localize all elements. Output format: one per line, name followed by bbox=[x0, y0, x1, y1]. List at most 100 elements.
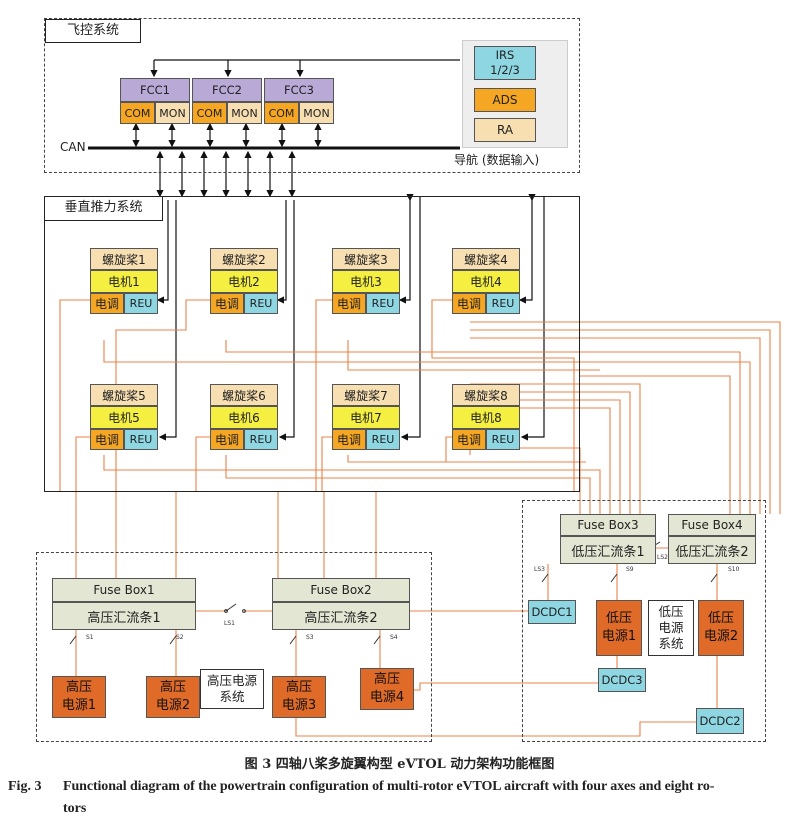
hv-system-label-box: 高压电源系统 bbox=[200, 669, 264, 709]
lv-bus-2: 低压汇流条2 bbox=[668, 536, 756, 564]
dcdc3-box: DCDC3 bbox=[598, 668, 646, 692]
flight-control-system-frame bbox=[44, 18, 580, 173]
lv-system-text: 低压电源系统 bbox=[658, 604, 684, 651]
motor-1: 电机1 bbox=[90, 270, 158, 293]
motor-6: 电机6 bbox=[210, 406, 278, 429]
fuse-box-1: Fuse Box1 高压汇流条1 bbox=[52, 578, 196, 630]
propeller-4: 螺旋桨4 bbox=[452, 248, 520, 270]
propeller-1: 螺旋桨1 bbox=[90, 248, 158, 270]
rotor-unit-4: 螺旋桨4 电机4 电调 REU bbox=[452, 248, 520, 314]
dcdc1-box: DCDC1 bbox=[528, 600, 576, 624]
hv-psu-4-text: 高压电源4 bbox=[369, 672, 405, 705]
fcc2-com: COM bbox=[192, 102, 227, 124]
rotor-unit-2: 螺旋桨2 电机2 电调 REU bbox=[210, 248, 278, 314]
hv-system-text: 高压电源系统 bbox=[206, 673, 257, 704]
fcc-can-links bbox=[132, 122, 322, 148]
fuse-box-4-label: Fuse Box4 bbox=[668, 514, 756, 536]
nav-feed-lines bbox=[150, 59, 460, 78]
esc-1: 电调 bbox=[90, 293, 124, 314]
hv-bus-1: 高压汇流条1 bbox=[52, 602, 196, 630]
motor-8: 电机8 bbox=[452, 406, 520, 429]
fcc2-label: FCC2 bbox=[192, 78, 262, 102]
figure-caption-en-label: Fig. 3 bbox=[8, 779, 42, 794]
esc-5: 电调 bbox=[90, 429, 124, 450]
fcc3-label: FCC3 bbox=[264, 78, 334, 102]
switch-s1-label: S1 bbox=[86, 634, 94, 641]
fcc3-com: COM bbox=[264, 102, 299, 124]
fuse-box-3: Fuse Box3 低压汇流条1 bbox=[560, 514, 656, 564]
ra-box: RA bbox=[474, 118, 536, 142]
esc-6: 电调 bbox=[210, 429, 244, 450]
rotor-unit-7: 螺旋桨7 电机7 电调 REU bbox=[332, 384, 400, 450]
reu-1: REU bbox=[124, 293, 158, 314]
can-down-links bbox=[156, 150, 296, 198]
hv-psu-1-text: 高压电源1 bbox=[61, 680, 97, 713]
motor-7: 电机7 bbox=[332, 406, 400, 429]
switch-s10-label: S10 bbox=[728, 566, 740, 573]
fuse-box-4: Fuse Box4 低压汇流条2 bbox=[668, 514, 756, 564]
hv-power-source-4: 高压电源4 bbox=[360, 668, 414, 710]
figure-caption-cn: 图 3 四轴八桨多旋翼构型 eVTOL 动力架构功能框图 bbox=[244, 757, 555, 772]
vps-title: 垂直推力系统 bbox=[45, 197, 163, 221]
fcc1: FCC1 COM MON bbox=[120, 78, 190, 124]
reu-signal-lines bbox=[156, 194, 545, 441]
figure-caption-en-line1: Functional diagram of the powertrain con… bbox=[63, 779, 715, 794]
hv-psu-2-text: 高压电源2 bbox=[155, 680, 191, 713]
rotor-unit-3: 螺旋桨3 电机3 电调 REU bbox=[332, 248, 400, 314]
reu-2: REU bbox=[244, 293, 278, 314]
hv-psu-3-text: 高压电源3 bbox=[281, 680, 317, 713]
ads-box: ADS bbox=[474, 88, 536, 112]
fuse-box-2: Fuse Box2 高压汇流条2 bbox=[272, 578, 410, 630]
esc-8: 电调 bbox=[452, 429, 486, 450]
motor-2: 电机2 bbox=[210, 270, 278, 293]
esc-7: 电调 bbox=[332, 429, 366, 450]
switch-ls1-label: LS1 bbox=[224, 620, 235, 627]
fcc2: FCC2 COM MON bbox=[192, 78, 262, 124]
reu-8: REU bbox=[486, 429, 520, 450]
esc-4: 电调 bbox=[452, 293, 486, 314]
switch-ls3-label: LS3 bbox=[534, 566, 545, 573]
lv-power-system-frame bbox=[522, 500, 766, 742]
reu-7: REU bbox=[366, 429, 400, 450]
fcc3: FCC3 COM MON bbox=[264, 78, 334, 124]
motor-3: 电机3 bbox=[332, 270, 400, 293]
fcc1-label: FCC1 bbox=[120, 78, 190, 102]
fcc1-mon: MON bbox=[155, 102, 190, 124]
can-label: CAN bbox=[60, 140, 86, 154]
hv-bus-2: 高压汇流条2 bbox=[272, 602, 410, 630]
switch-s4-label: S4 bbox=[390, 634, 398, 641]
propeller-2: 螺旋桨2 bbox=[210, 248, 278, 270]
power-lines bbox=[59, 299, 781, 737]
propeller-7: 螺旋桨7 bbox=[332, 384, 400, 406]
reu-5: REU bbox=[124, 429, 158, 450]
figure-caption-en-line2: tors bbox=[63, 801, 87, 816]
fcc2-mon: MON bbox=[227, 102, 262, 124]
fcc3-mon: MON bbox=[299, 102, 334, 124]
propeller-8: 螺旋桨8 bbox=[452, 384, 520, 406]
switch-ls2-label: LS2 bbox=[657, 554, 668, 561]
fuse-box-3-label: Fuse Box3 bbox=[560, 514, 656, 536]
vertical-thrust-system-frame bbox=[44, 196, 580, 492]
rotor-unit-1: 螺旋桨1 电机1 电调 REU bbox=[90, 248, 158, 314]
motor-5: 电机5 bbox=[90, 406, 158, 429]
switch-s2-label: S2 bbox=[176, 634, 184, 641]
fcc1-com: COM bbox=[120, 102, 155, 124]
lv-system-label-box: 低压电源系统 bbox=[648, 600, 694, 656]
hv-power-source-1: 高压电源1 bbox=[52, 676, 106, 718]
rotor-unit-8: 螺旋桨8 电机8 电调 REU bbox=[452, 384, 520, 450]
esc-2: 电调 bbox=[210, 293, 244, 314]
switch-s3-label: S3 bbox=[306, 634, 314, 641]
hv-power-source-2: 高压电源2 bbox=[146, 676, 200, 718]
nav-label: 导航 (数据输入) bbox=[454, 153, 540, 167]
propeller-6: 螺旋桨6 bbox=[210, 384, 278, 406]
hv-power-source-3: 高压电源3 bbox=[272, 676, 326, 718]
reu-3: REU bbox=[366, 293, 400, 314]
irs-box: IRS 1/2/3 bbox=[474, 46, 536, 80]
switch-s9-label: S9 bbox=[626, 566, 634, 573]
lv-psu-2-text: 低压电源2 bbox=[703, 611, 739, 644]
propeller-5: 螺旋桨5 bbox=[90, 384, 158, 406]
motor-4: 电机4 bbox=[452, 270, 520, 293]
lv-power-source-2: 低压电源2 bbox=[698, 600, 744, 656]
fuse-box-2-label: Fuse Box2 bbox=[272, 578, 410, 602]
